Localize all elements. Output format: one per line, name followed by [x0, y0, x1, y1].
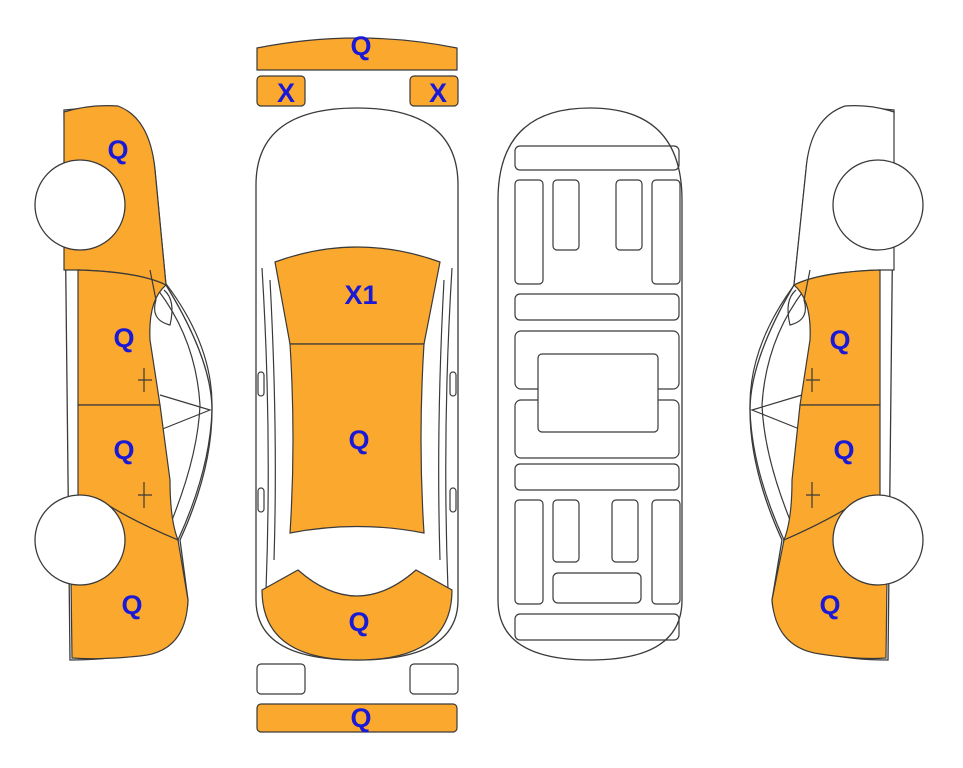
right-rear-door-code: Q	[833, 435, 854, 465]
left-front-wheel	[34, 159, 126, 251]
left-front-fender-code: Q	[107, 135, 128, 165]
right-front-door[interactable]: Q	[792, 269, 881, 406]
roof-code: Q	[348, 425, 369, 455]
rear-bumper-code: Q	[350, 703, 371, 733]
front-bumper[interactable]: Q	[256, 31, 458, 71]
left-front-door-code: Q	[113, 323, 134, 353]
underbody-view	[497, 107, 683, 661]
right-front-door-code: Q	[829, 325, 850, 355]
left-rear-door-code: Q	[113, 435, 134, 465]
left-rear-quarter-code: Q	[121, 590, 142, 620]
left-headlight[interactable]: X	[256, 75, 306, 108]
right-headlight[interactable]: X	[409, 75, 459, 108]
right-taillight[interactable]	[409, 663, 459, 695]
right-rear-quarter-code: Q	[819, 590, 840, 620]
trunk-lid-code: Q	[348, 607, 369, 637]
right-headlight-code: X	[429, 78, 447, 108]
windshield[interactable]: X1	[274, 246, 441, 345]
trunk-lid[interactable]: Q	[261, 569, 453, 661]
right-rear-wheel	[832, 494, 924, 586]
right-rear-door[interactable]: Q	[782, 404, 881, 542]
right-side-view: Q Q Q	[749, 105, 924, 661]
top-view-car: X1 Q Q	[255, 107, 459, 661]
left-headlight-code: X	[277, 78, 295, 108]
windshield-code: X1	[344, 280, 377, 310]
left-side-view: Q Q Q Q	[34, 105, 213, 661]
left-rear-wheel	[34, 494, 126, 586]
left-taillight[interactable]	[256, 663, 306, 695]
roof[interactable]: Q	[289, 343, 425, 534]
right-front-wheel	[832, 159, 924, 251]
front-bumper-code: Q	[350, 31, 371, 61]
rear-bumper[interactable]: Q	[256, 703, 458, 733]
